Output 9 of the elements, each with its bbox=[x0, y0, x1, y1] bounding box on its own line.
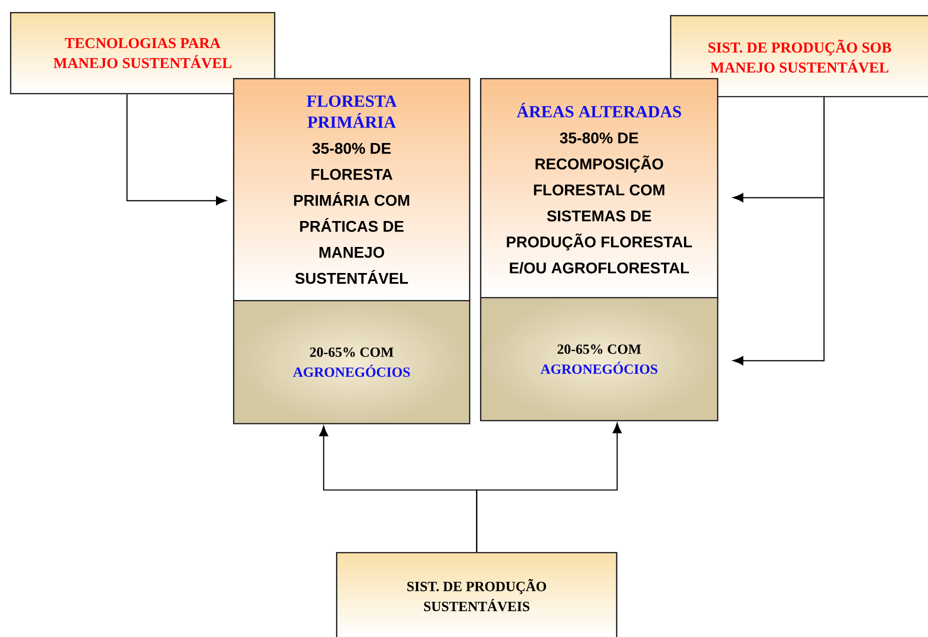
arrow bbox=[126, 94, 226, 206]
share-box: 20-65% COM AGRONEGÓCIOS bbox=[480, 297, 718, 422]
arrow bbox=[732, 97, 825, 366]
source-box: TECNOLOGIAS PARA MANEJO SUSTENTÁVEL bbox=[10, 12, 276, 94]
area-box: ÁREAS ALTERADAS 35-80% DE RECOMPOSIÇÃO FLORESTAL COM SISTEMAS DE PRODUÇÃO FLORESTAL E/OU AGROFLORESTAL bbox=[480, 78, 718, 298]
source-box: SIST. DE PRODUÇÃO SUSTENTÁVEIS bbox=[336, 552, 618, 637]
share-box: 20-65% COM AGRONEGÓCIOS bbox=[233, 300, 470, 424]
area-box: FLORESTA PRIMÁRIA 35-80% DE FLORESTA PRIMÁRIA COM PRÁTICAS DE MANEJO SUSTENTÁVEL bbox=[233, 78, 470, 302]
arrow bbox=[476, 422, 622, 552]
